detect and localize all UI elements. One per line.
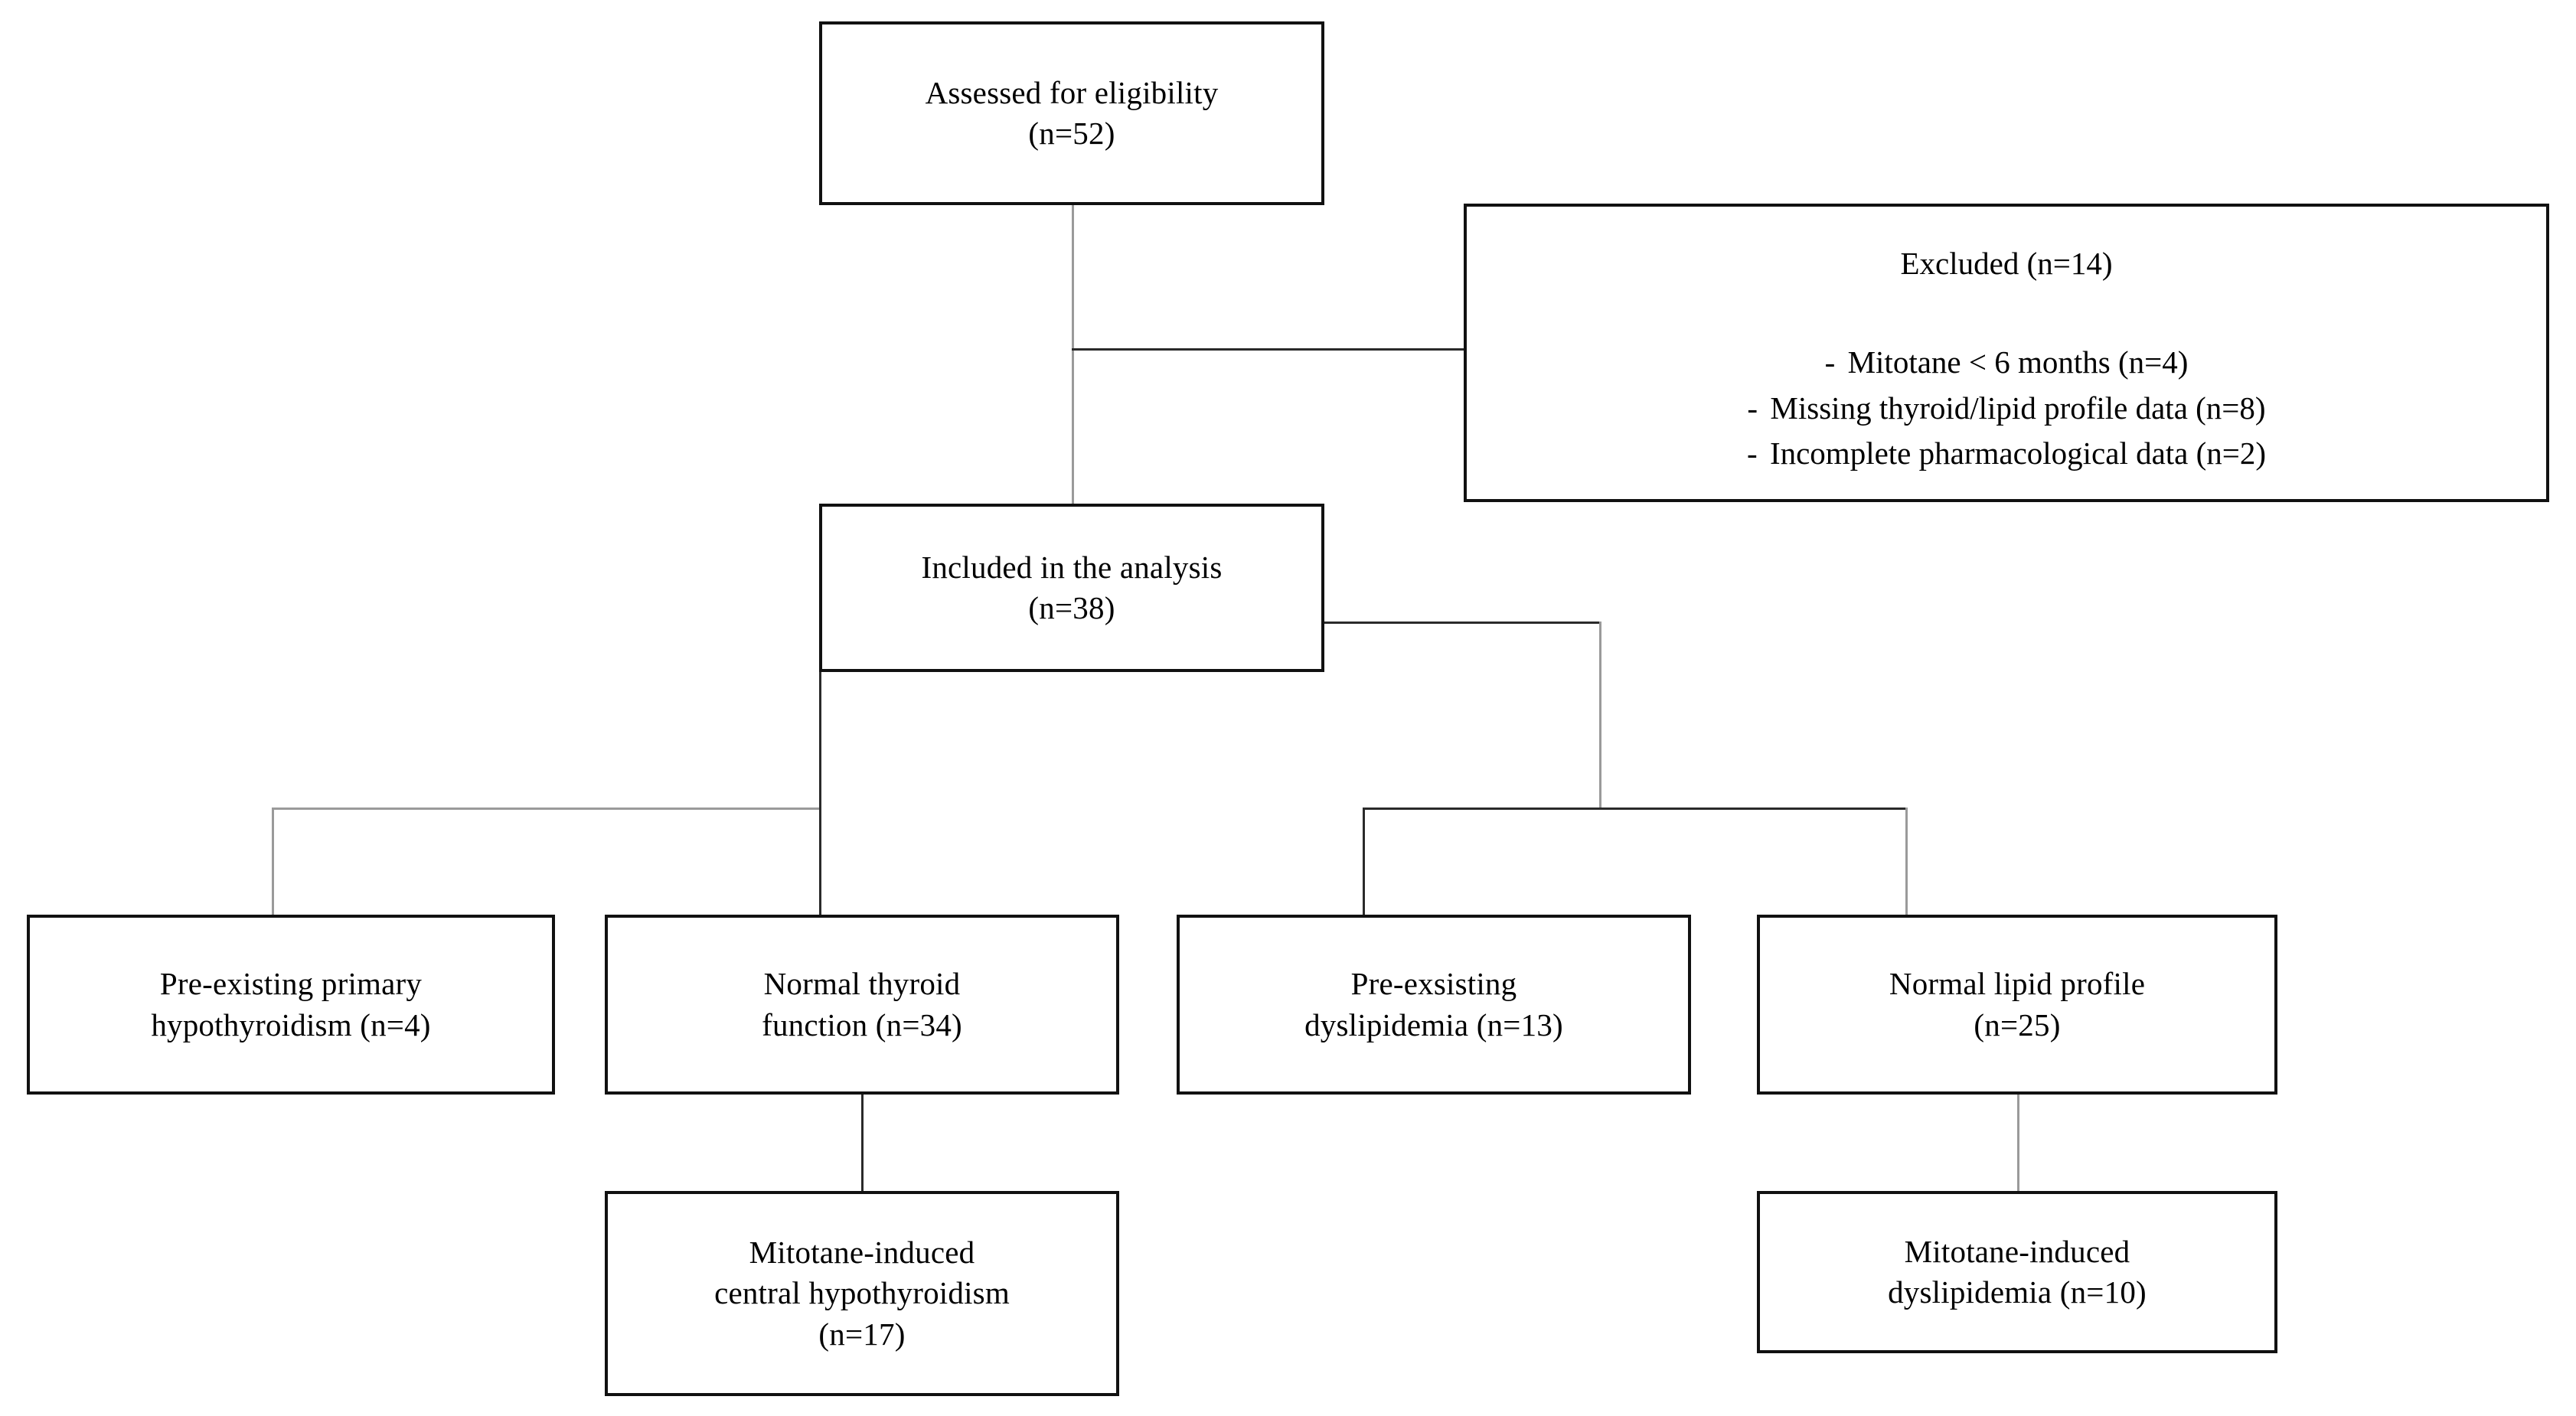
connector-assessed-to-included xyxy=(1072,203,1074,551)
node-normal-thyroid-function[interactable]: Normal thyroid function (n=34) xyxy=(605,915,1119,1095)
bullet-marker: - xyxy=(1824,344,1836,380)
bullet-marker: - xyxy=(1747,390,1758,426)
node-mitotane-induced-dyslipidemia[interactable]: Mitotane-induced dyslipidemia (n=10) xyxy=(1757,1191,2277,1353)
node-assessed-label: Assessed for eligibility (n=52) xyxy=(925,74,1219,151)
node-pre-exsisting-dyslipidemia[interactable]: Pre-exsisting dyslipidemia (n=13) xyxy=(1177,915,1691,1095)
node-excluded[interactable]: Excluded (n=14) -Mitotane < 6 months (n=… xyxy=(1464,204,2549,502)
connector-right-drop-box4 xyxy=(1905,808,1908,916)
node-normal-thyroid-function-label: Normal thyroid function (n=34) xyxy=(762,966,962,1042)
excluded-reason-item: -Mitotane < 6 months (n=4) xyxy=(1467,342,2546,383)
connector-right-split-bar xyxy=(1363,808,1908,810)
node-included-label: Included in the analysis (n=38) xyxy=(921,549,1223,625)
connector-thyroid-to-central-hypo xyxy=(861,1093,864,1193)
node-pre-existing-primary-hypothyroidism-label: Pre-existing primary hypothyroidism (n=4… xyxy=(151,966,431,1042)
node-pre-existing-primary-hypothyroidism[interactable]: Pre-existing primary hypothyroidism (n=4… xyxy=(27,915,555,1095)
node-included-in-analysis[interactable]: Included in the analysis (n=38) xyxy=(819,504,1324,672)
connector-stem-to-excluded xyxy=(1072,348,1464,351)
excluded-reason-item: -Missing thyroid/lipid profile data (n=8… xyxy=(1467,388,2546,429)
connector-lipid-to-dyslipidemia xyxy=(2017,1093,2019,1193)
excluded-reason-item: -Incomplete pharmacological data (n=2) xyxy=(1467,433,2546,474)
connector-included-left-drop xyxy=(819,624,821,809)
excluded-reason-text: Mitotane < 6 months (n=4) xyxy=(1847,344,2189,380)
node-mitotane-induced-central-hypothyroidism[interactable]: Mitotane-induced central hypothyroidism … xyxy=(605,1191,1119,1396)
connector-included-right-drop xyxy=(1599,622,1601,810)
connector-left-split-bar xyxy=(272,808,821,810)
bullet-marker: - xyxy=(1746,435,1758,471)
connector-included-right-arm xyxy=(1321,622,1601,624)
excluded-reason-list: -Mitotane < 6 months (n=4) -Missing thyr… xyxy=(1467,342,2546,474)
node-mitotane-induced-central-hypothyroidism-label: Mitotane-induced central hypothyroidism … xyxy=(714,1235,1010,1352)
node-pre-exsisting-dyslipidemia-label: Pre-exsisting dyslipidemia (n=13) xyxy=(1304,966,1563,1042)
excluded-reason-text: Incomplete pharmacological data (n=2) xyxy=(1769,435,2267,471)
excluded-reason-text: Missing thyroid/lipid profile data (n=8) xyxy=(1770,390,2266,426)
node-mitotane-induced-dyslipidemia-label: Mitotane-induced dyslipidemia (n=10) xyxy=(1888,1233,2147,1310)
connector-right-drop-box3 xyxy=(1363,808,1365,916)
connector-left-drop-box1 xyxy=(272,808,274,916)
connector-left-drop-box2 xyxy=(819,808,821,916)
node-assessed-for-eligibility[interactable]: Assessed for eligibility (n=52) xyxy=(819,21,1324,205)
node-normal-lipid-profile[interactable]: Normal lipid profile (n=25) xyxy=(1757,915,2277,1095)
node-excluded-title: Excluded (n=14) xyxy=(1900,246,2113,281)
node-normal-lipid-profile-label: Normal lipid profile (n=25) xyxy=(1889,966,2146,1042)
